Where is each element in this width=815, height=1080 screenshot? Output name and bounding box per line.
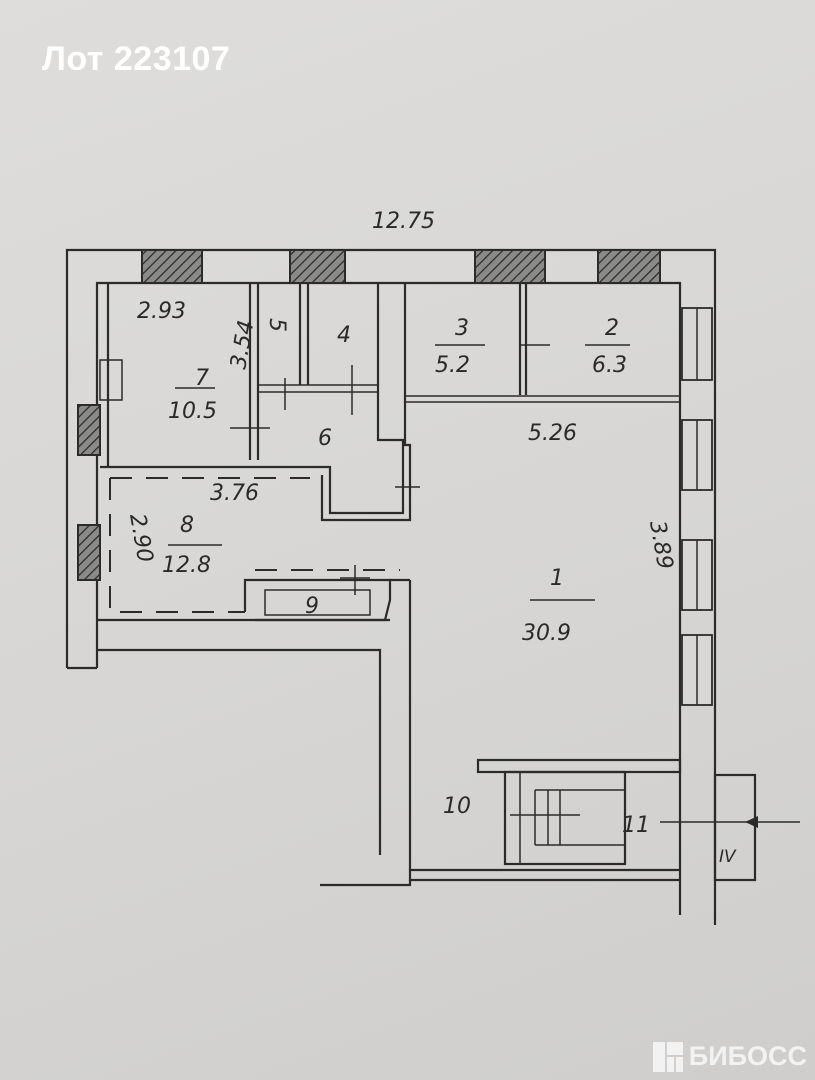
- room-8-area: 12.8: [162, 553, 211, 578]
- dimension-room7-width: 2.93: [137, 299, 186, 324]
- stairs: [476, 758, 800, 882]
- dimension-room8-width: 3.76: [210, 481, 259, 506]
- room-6-number: 6: [318, 426, 332, 451]
- outer-walls: [65, 248, 717, 925]
- watermark-logo: БИБОСС: [652, 1041, 807, 1072]
- room-5-number: 5: [264, 318, 289, 332]
- room-8-number: 8: [180, 513, 194, 538]
- room-1-number: 1: [550, 566, 564, 591]
- dimension-room8-length: 2.90: [124, 512, 157, 565]
- wall-piers: [77, 249, 661, 581]
- logo-icon: [652, 1041, 683, 1072]
- entrance-label: IV: [719, 847, 737, 867]
- room-10-number: 10: [443, 794, 471, 819]
- room-3-area: 5.2: [435, 353, 470, 378]
- room-7-area: 10.5: [168, 399, 217, 424]
- room-11-number: 11: [622, 813, 650, 838]
- interior-walls: [97, 283, 681, 887]
- dimension-room7-length: 3.54: [226, 318, 259, 371]
- room-3-number: 3: [455, 316, 469, 341]
- room-2-number: 2: [605, 316, 619, 341]
- room-9-number: 9: [305, 594, 319, 619]
- room-2-area: 6.3: [592, 353, 627, 378]
- windows: [681, 307, 713, 706]
- watermark-brand: БИБОСС: [688, 1041, 807, 1071]
- dimension-room1-length: 3.89: [644, 519, 677, 572]
- lot-number-title: Лот 223107: [42, 40, 231, 78]
- room-4-number: 4: [337, 323, 351, 348]
- dimension-room1-width: 5.26: [528, 421, 577, 446]
- dimension-overall-width: 12.75: [372, 209, 435, 234]
- room-7-number: 7: [195, 366, 209, 391]
- room-1-area: 30.9: [522, 621, 571, 646]
